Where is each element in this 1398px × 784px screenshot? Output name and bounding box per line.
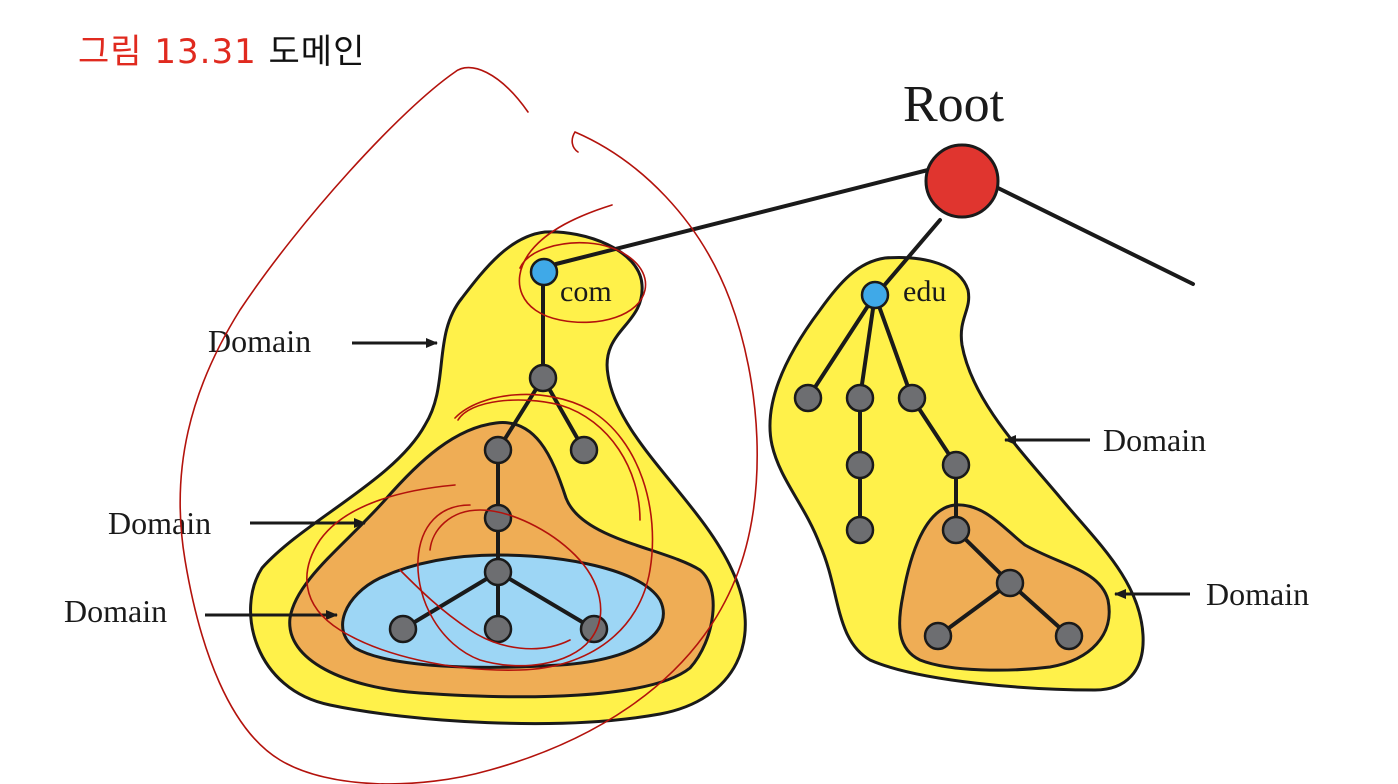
edge-edu-3 (873, 293, 914, 400)
edge-root-edu (880, 218, 942, 290)
tree-node (845, 450, 875, 480)
tree-node (483, 435, 513, 465)
com-outer-domain-label: Domain (208, 323, 311, 359)
annotation-big-loop (179, 66, 758, 784)
annotation-com-scribble (518, 204, 647, 324)
root-node (924, 143, 1000, 219)
figure-subject: 도메인 (268, 32, 366, 72)
edge-edu-1 (806, 293, 877, 400)
edge-root-com (554, 168, 930, 266)
edu-outer-domain-label: Domain (1103, 422, 1206, 458)
tree-node (793, 383, 823, 413)
edge-e-f (401, 570, 500, 631)
tree-node (923, 621, 953, 651)
pointer-arrows (205, 338, 1190, 620)
figure-number: 13.31 (154, 32, 257, 72)
tree-node (579, 614, 609, 644)
tree-node (483, 614, 513, 644)
com-inner-domain-label: Domain (64, 593, 167, 629)
tree-node (941, 515, 971, 545)
edu-label: edu (903, 275, 946, 308)
figure-title: 그림 13.31 도메인 (78, 30, 365, 74)
tree-node (569, 435, 599, 465)
edge-edu-2 (858, 293, 877, 400)
edge-e-h (496, 570, 596, 631)
tree-node (995, 568, 1025, 598)
tree-node (388, 614, 418, 644)
annotation-inner-loop (417, 504, 602, 667)
handwritten-annotations (179, 66, 758, 784)
host-nodes (388, 363, 1084, 651)
figure-label: 그림 (78, 32, 143, 72)
com-node (529, 257, 559, 287)
tree-node (897, 383, 927, 413)
com-label: com (560, 275, 612, 308)
tree-node (483, 557, 513, 587)
tree-node (845, 515, 875, 545)
com-inner-domain-region (341, 553, 665, 669)
edu-node (860, 280, 890, 310)
tree-node (941, 450, 971, 480)
annotation-middle-loop-1 (306, 393, 654, 671)
edge-3c-3d (936, 581, 1012, 638)
edu-inner-domain-label: Domain (1206, 576, 1309, 612)
tree-node (483, 503, 513, 533)
com-middle-domain-label: Domain (108, 505, 211, 541)
tree-node (845, 383, 875, 413)
annotation-middle-loop-2 (457, 399, 641, 521)
root-label: Root (903, 76, 1005, 133)
edge-root-offscreen (996, 186, 1195, 286)
tree-node (1054, 621, 1084, 651)
annotation-inner-scribble (399, 569, 571, 650)
tree-node (528, 363, 558, 393)
